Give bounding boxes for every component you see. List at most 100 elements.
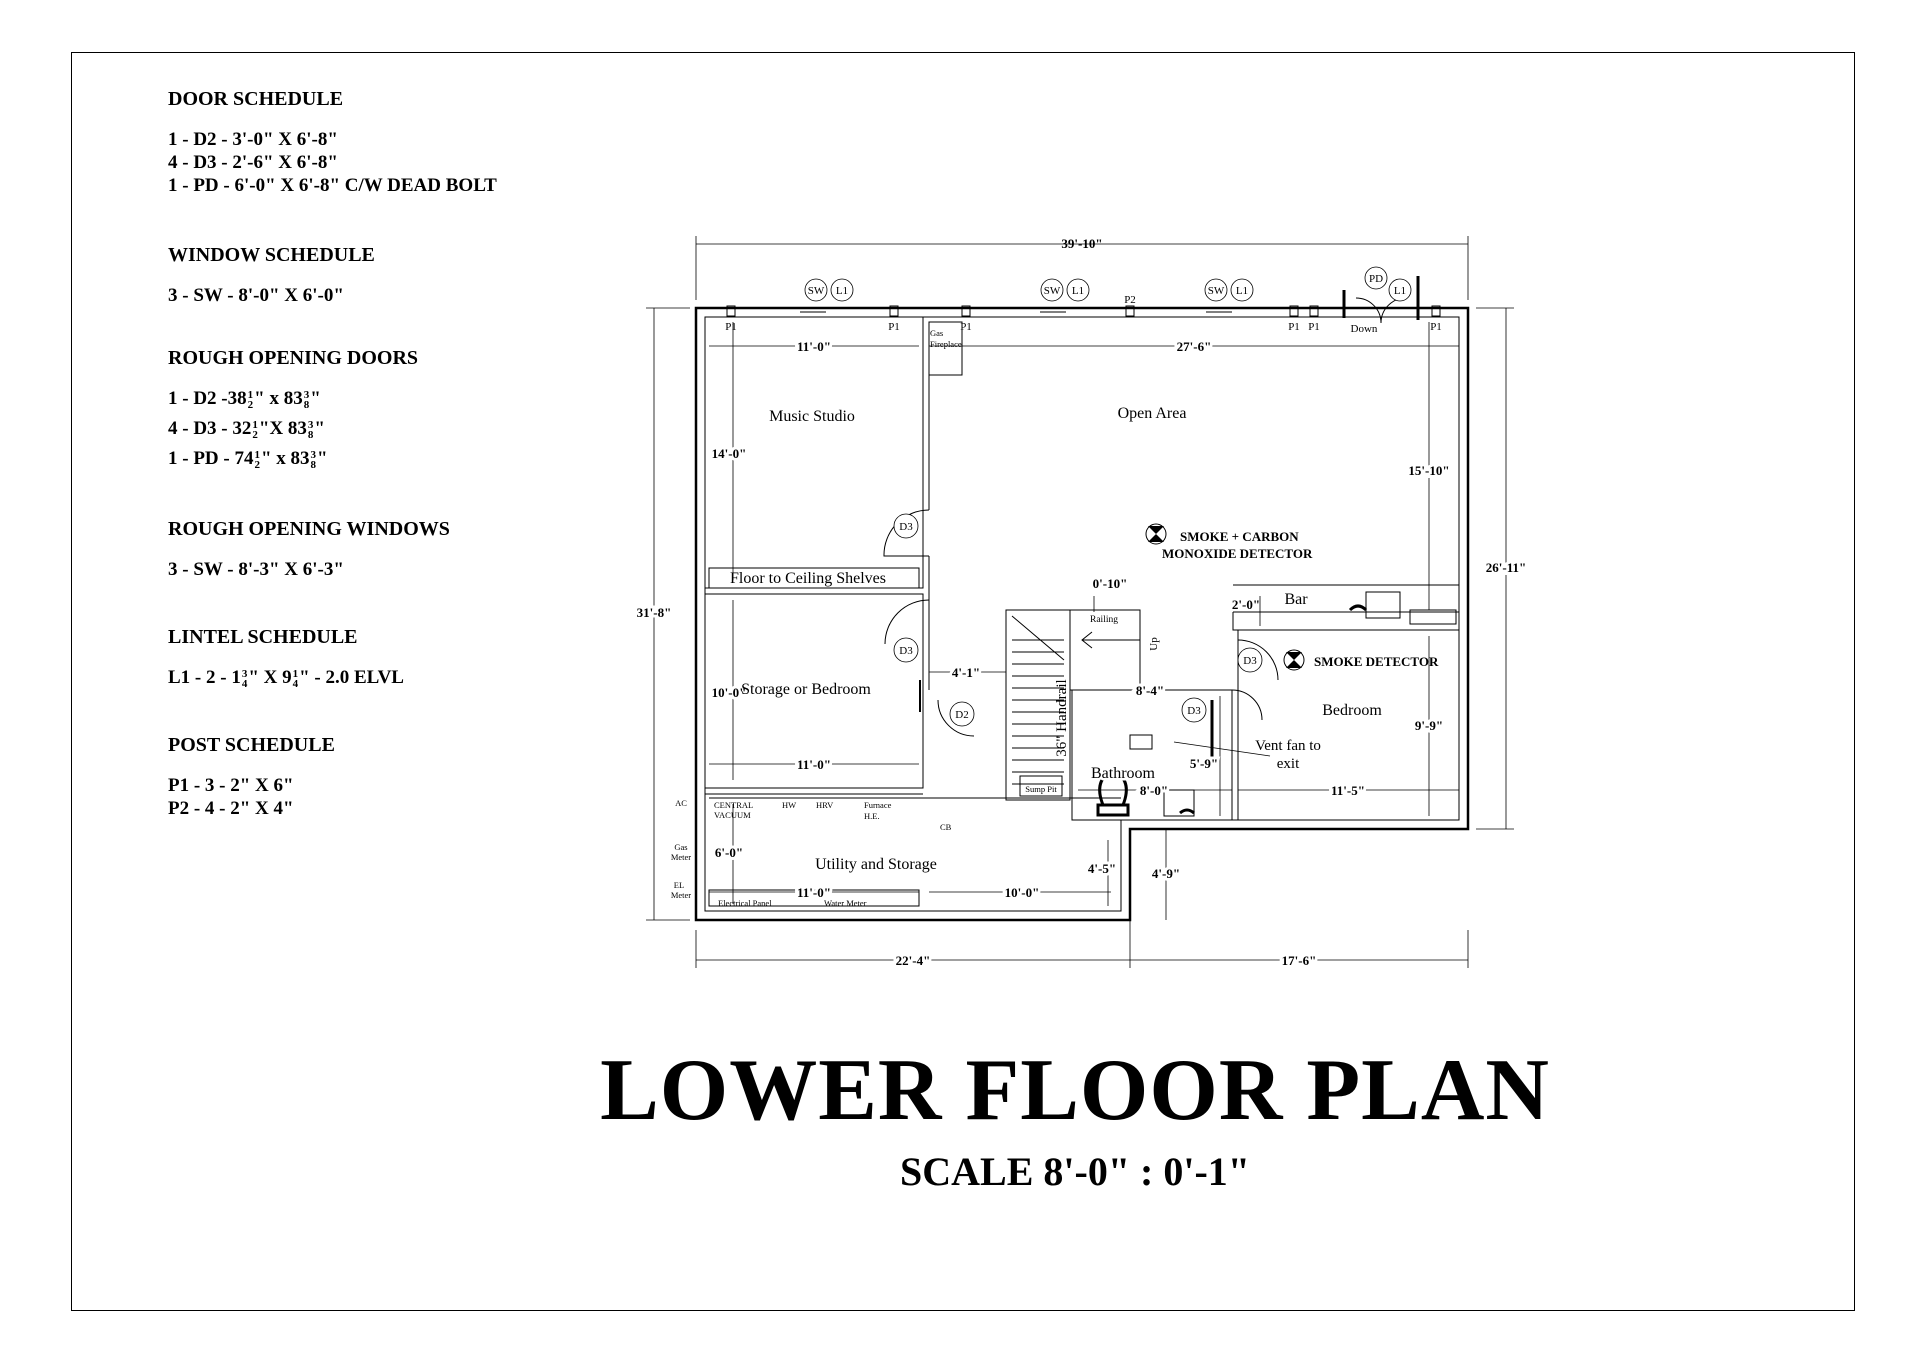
top-wall-openings	[726, 305, 1441, 317]
plan-annotations: SMOKE + CARBON MONOXIDE DETECTOR SMOKE D…	[671, 323, 1439, 908]
bar-sink	[1365, 591, 1401, 619]
tag-p2: P2	[1124, 294, 1136, 306]
post	[726, 305, 736, 317]
tag-d2: D2	[955, 709, 968, 721]
dim-music-depth: 14'-0"	[712, 446, 747, 461]
tag-p1: P1	[888, 321, 900, 333]
hrv-label: HRV	[816, 800, 834, 810]
room-shelves: Floor to Ceiling Shelves	[730, 570, 886, 587]
rough-doors-text: "X 83	[258, 418, 307, 439]
electrical-panel-label: Electrical Panel	[718, 898, 772, 908]
bath-cabinet	[1129, 734, 1153, 750]
vent-label-line2: exit	[1277, 756, 1300, 772]
stair-treads	[1012, 639, 1064, 785]
central-vacuum-line1: CENTRAL	[714, 800, 753, 810]
ac-label: AC	[675, 798, 687, 808]
dim-bed-width: 11'-5"	[1331, 783, 1365, 798]
window-schedule-line: 3 - SW - 8'-0" X 6'-0"	[168, 285, 344, 306]
post-schedule: POST SCHEDULE P1 - 3 - 2" X 6" P2 - 4 - …	[168, 734, 335, 820]
furnace-label-line2: H.E.	[864, 811, 880, 821]
sheet-border	[71, 52, 1855, 1311]
room-bar: Bar	[1284, 591, 1308, 608]
tag-texts: SW L1 SW L1 SW L1 PD L1 P2 P1 P1 P1 P1 P…	[725, 273, 1442, 721]
tag-p1: P1	[725, 321, 737, 333]
window-schedule: WINDOW SCHEDULE 3 - SW - 8'-0" X 6'-0"	[168, 244, 375, 307]
rough-opening-windows: ROUGH OPENING WINDOWS 3 - SW - 8'-3" X 6…	[168, 518, 450, 581]
utility-shelf	[708, 889, 920, 907]
gas-fireplace-label-line2: Fireplace	[930, 339, 962, 349]
room-open-area: Open Area	[1118, 405, 1187, 422]
cb-label: CB	[940, 822, 952, 832]
door-schedule-line: 4 - D3 - 2'-6" X 6'-8"	[168, 152, 338, 173]
dimension-lines	[646, 236, 1514, 968]
stair-enclosure	[1005, 609, 1071, 801]
post	[961, 305, 971, 317]
drawing-title: LOWER FLOOR PLAN	[600, 1042, 1550, 1139]
tag-l1: L1	[836, 285, 848, 297]
rough-windows-heading: ROUGH OPENING WINDOWS	[168, 518, 450, 540]
lintel-text: L1 - 2 - 1	[168, 667, 241, 688]
furnace-label-line1: Furnace	[864, 800, 892, 810]
interior-wall-line	[704, 316, 1460, 912]
bar-cabinet	[1409, 609, 1457, 625]
bar-counter	[1232, 584, 1460, 631]
rough-doors-text: " x 83	[260, 448, 310, 469]
door-swing	[937, 699, 975, 737]
rough-doors-text: 1 - D2 -38	[168, 388, 247, 409]
room-music-studio: Music Studio	[769, 408, 855, 425]
rough-doors-text: "	[317, 448, 328, 469]
dim-music-width: 11'-0"	[797, 339, 831, 354]
toilet	[1096, 768, 1130, 817]
smoke-co-label-line2: MONOXIDE DETECTOR	[1162, 546, 1313, 561]
tag-p1: P1	[1308, 321, 1320, 333]
dim-bottom-left: 22'-4"	[896, 953, 931, 968]
tag-bubbles	[804, 266, 1412, 727]
dim-bath-width: 8'-0"	[1140, 783, 1168, 798]
rough-doors-text: " x 83	[254, 388, 303, 409]
door-swing	[1355, 297, 1407, 324]
vent-label-line1: Vent fan to	[1255, 738, 1321, 754]
tag-sw: SW	[1044, 285, 1061, 297]
railing-label: Railing	[1090, 615, 1118, 625]
door-swing	[884, 599, 930, 645]
lintel-text: " - 2.0 ELVL	[299, 667, 404, 688]
dim-overall-depth-right: 26'-11"	[1486, 560, 1526, 575]
lintel-heading: LINTEL SCHEDULE	[168, 626, 358, 648]
rough-doors-heading: ROUGH OPENING DOORS	[168, 347, 419, 369]
up-label: Up	[1148, 637, 1160, 651]
gas-fireplace-label-line1: Gas	[930, 328, 943, 338]
dim-stair-gap: 0'-10"	[1093, 576, 1128, 591]
door-schedule-line: 1 - D2 - 3'-0" X 6'-8"	[168, 129, 338, 150]
dim-open-depth: 15'-10"	[1408, 463, 1449, 478]
room-labels: Music Studio Open Area Floor to Ceiling …	[730, 405, 1382, 873]
dim-open-width: 27'-6"	[1177, 339, 1212, 354]
tag-d3: D3	[899, 521, 913, 533]
stair-landing	[1011, 609, 1141, 691]
tag-d3: D3	[1243, 655, 1257, 667]
lintel-text: " X 9	[248, 667, 292, 688]
post	[1309, 305, 1319, 317]
tag-p1: P1	[960, 321, 972, 333]
tag-l1: L1	[1072, 285, 1084, 297]
door-schedule: DOOR SCHEDULE 1 - D2 - 3'-0" X 6'-8" 4 -…	[168, 88, 497, 197]
dim-overall-depth-left: 31'-8"	[637, 605, 672, 620]
dim-stair-landing: 8'-4"	[1136, 683, 1164, 698]
dim-utility-step: 4'-5"	[1088, 861, 1116, 876]
handrail-label: 36" Handrail	[1054, 679, 1070, 756]
detector-symbols	[1145, 523, 1368, 815]
post	[889, 305, 899, 317]
bath-vanity	[1163, 789, 1195, 817]
hw-label: HW	[782, 800, 796, 810]
sump-label: Sump Pit	[1025, 784, 1057, 794]
sump-pit	[1019, 775, 1063, 797]
